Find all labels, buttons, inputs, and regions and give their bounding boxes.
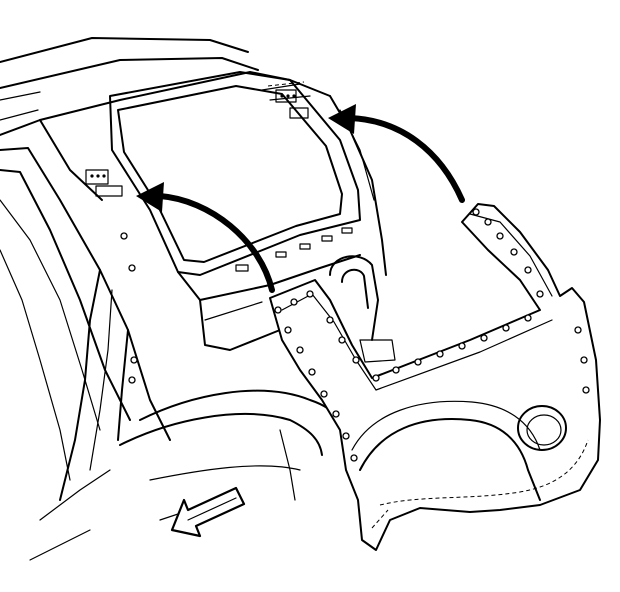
upper-clip-tab-rear xyxy=(267,81,309,119)
roof-edge-outer xyxy=(0,37,249,63)
upper-clip-tab-front xyxy=(85,169,123,197)
quarter-outer-panel xyxy=(269,203,601,551)
fuel-door-opening xyxy=(517,405,567,451)
inner-wheelhouse-bracket xyxy=(329,255,379,341)
mounting-slots xyxy=(235,227,353,272)
roof-rail xyxy=(0,71,331,136)
install-arrow-front xyxy=(136,182,275,293)
wheel-arch-body xyxy=(139,389,353,451)
panel-weld-holes xyxy=(274,208,590,462)
install-arrow-rear xyxy=(328,104,465,203)
weld-line xyxy=(379,439,589,506)
window-opening-outer xyxy=(109,71,361,276)
panel-wheel-arch xyxy=(359,418,541,501)
vehicle-front-direction-arrow xyxy=(170,486,246,538)
roof-edge-inner xyxy=(0,57,259,89)
panel-outline xyxy=(269,203,601,551)
